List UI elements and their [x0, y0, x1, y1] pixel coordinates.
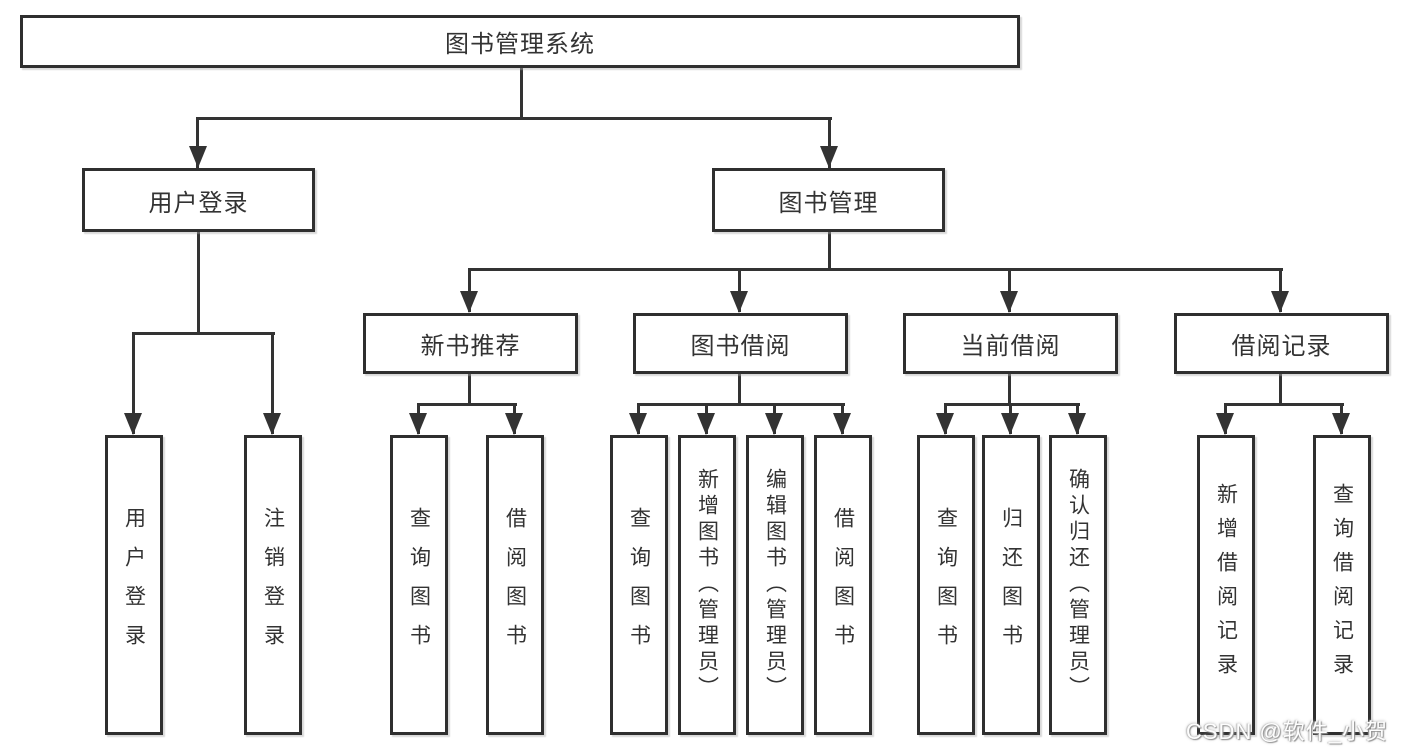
arrow-down-icon	[263, 413, 281, 435]
leaf-user-login: 用户登录	[105, 435, 163, 735]
arrow-down-icon	[697, 413, 715, 435]
arrow-down-icon	[629, 413, 647, 435]
leaf-label: 确认归还（管理员）	[1066, 468, 1090, 702]
connector-line	[1008, 373, 1011, 405]
leaf-current-confirm-return-admin: 确认归还（管理员）	[1049, 435, 1107, 735]
connector-line	[468, 268, 1283, 271]
arrow-down-icon	[820, 146, 838, 168]
arrow-down-icon	[124, 413, 142, 435]
leaf-label: 新增借阅记录	[1214, 483, 1238, 687]
arrow-down-icon	[1001, 413, 1019, 435]
connector-line	[271, 332, 274, 434]
leaf-records-add-record: 新增借阅记录	[1197, 435, 1255, 735]
node-user-login: 用户登录	[82, 168, 315, 232]
leaf-records-query-record: 查询借阅记录	[1313, 435, 1371, 735]
arrow-down-icon	[1068, 413, 1086, 435]
connector-line	[468, 268, 471, 312]
leaf-borrow-edit-books-admin: 编辑图书（管理员）	[746, 435, 804, 735]
connector-line	[828, 117, 831, 168]
node-book-borrowing: 图书借阅	[633, 313, 848, 374]
leaf-borrow-borrow-books: 借阅图书	[814, 435, 872, 735]
leaf-label: 借阅图书	[503, 507, 527, 663]
watermark: CSDN @软件_小贺同学	[1186, 719, 1389, 744]
arrow-down-icon	[936, 413, 954, 435]
connector-line	[1224, 403, 1344, 406]
connector-line	[1008, 268, 1011, 312]
leaf-label: 编辑图书（管理员）	[763, 468, 787, 702]
leaf-recommend-borrow-books: 借阅图书	[486, 435, 544, 735]
leaf-label: 查询图书	[407, 507, 431, 663]
connector-line	[738, 373, 741, 405]
node-book-management: 图书管理	[712, 168, 945, 232]
connector-line	[944, 403, 1080, 406]
arrow-down-icon	[460, 291, 478, 313]
leaf-borrow-add-books-admin: 新增图书（管理员）	[678, 435, 736, 735]
leaf-label: 查询图书	[934, 507, 958, 663]
leaf-label: 归还图书	[999, 507, 1023, 663]
connector-line	[132, 332, 275, 335]
arrow-down-icon	[409, 413, 427, 435]
connector-line	[196, 117, 832, 120]
arrow-down-icon	[1216, 413, 1234, 435]
node-current-borrowing: 当前借阅	[903, 313, 1118, 374]
connector-line	[738, 268, 741, 312]
connector-line	[196, 117, 199, 168]
leaf-label: 查询图书	[627, 507, 651, 663]
node-borrowing-records: 借阅记录	[1174, 313, 1389, 374]
leaf-label: 查询借阅记录	[1330, 483, 1354, 687]
leaf-current-query-books: 查询图书	[917, 435, 975, 735]
arrow-down-icon	[1271, 291, 1289, 313]
connector-line	[828, 231, 831, 271]
arrow-down-icon	[1000, 291, 1018, 313]
leaf-borrow-query-books: 查询图书	[610, 435, 668, 735]
leaf-label: 新增图书（管理员）	[695, 468, 719, 702]
arrow-down-icon	[505, 413, 523, 435]
arrow-down-icon	[1332, 413, 1350, 435]
connector-line	[637, 403, 845, 406]
connector-line	[197, 231, 200, 335]
connector-line	[520, 68, 523, 120]
arrow-down-icon	[765, 413, 783, 435]
arrow-down-icon	[189, 146, 207, 168]
leaf-label: 注销登录	[261, 507, 285, 663]
node-library-management-system: 图书管理系统	[20, 15, 1020, 68]
connector-line	[132, 332, 135, 434]
leaf-label: 用户登录	[122, 507, 146, 663]
leaf-current-return-books: 归还图书	[982, 435, 1040, 735]
leaf-label: 借阅图书	[831, 507, 855, 663]
leaf-recommend-query-books: 查询图书	[390, 435, 448, 735]
arrow-down-icon	[833, 413, 851, 435]
arrow-down-icon	[730, 291, 748, 313]
connector-line	[1279, 268, 1282, 312]
leaf-logout: 注销登录	[244, 435, 302, 735]
connector-line	[1279, 373, 1282, 405]
node-new-book-recommendation: 新书推荐	[363, 313, 578, 374]
connector-line	[468, 373, 471, 405]
connector-line	[417, 403, 517, 406]
